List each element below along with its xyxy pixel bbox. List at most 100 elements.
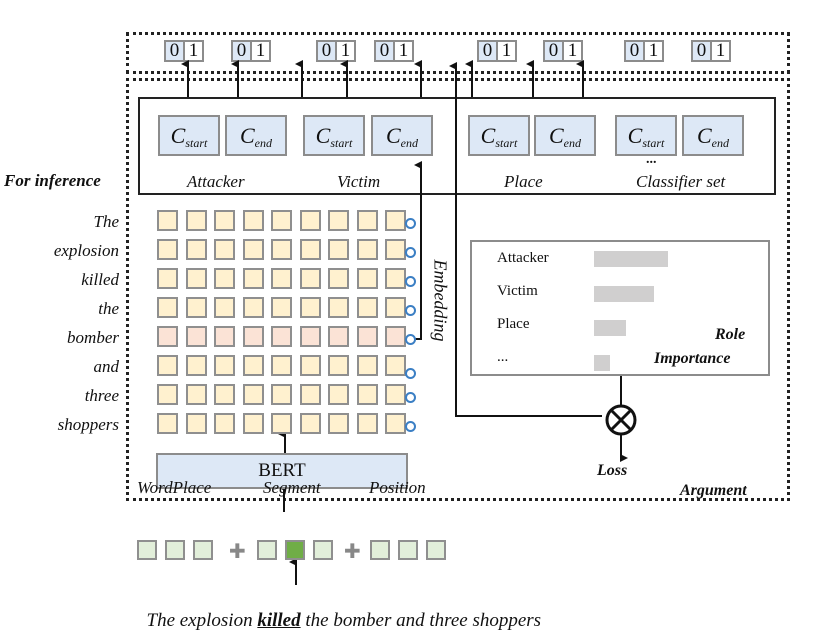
- input-embedding-cell: [398, 540, 418, 560]
- importance-bar: [594, 320, 626, 336]
- token-embedding-cell: [242, 413, 264, 434]
- token-embedding-cell: [185, 297, 207, 318]
- token-embedding-cell: [328, 355, 349, 376]
- bit-zero: 0: [233, 41, 252, 60]
- classifier-start: Cstart: [615, 115, 677, 156]
- token-embedding-cell: [385, 326, 406, 347]
- bit-zero: 0: [545, 41, 564, 60]
- token-embedding-cell: [271, 355, 292, 376]
- bit-one: 1: [337, 41, 354, 60]
- token-embedding-cell: [157, 239, 178, 260]
- role-label-victim: Victim: [337, 172, 381, 191]
- classifier-symbol: C: [315, 123, 331, 148]
- bit-one: 1: [395, 41, 412, 60]
- sentence-after: the bomber and three shoppers: [300, 610, 542, 631]
- token-embedding-cell: [385, 384, 406, 405]
- token-label: three: [84, 386, 119, 405]
- bit-one: 1: [645, 41, 662, 60]
- classifier-ellipsis: ...: [646, 152, 657, 167]
- input-embedding-cell: [193, 540, 213, 560]
- classifier-start: Cstart: [158, 115, 220, 156]
- token-embedding-cell: [242, 268, 264, 289]
- token-embedding-cell: [271, 210, 292, 231]
- plus-icon: ✚: [229, 539, 246, 563]
- input-embedding-cell: [426, 540, 446, 560]
- token-embedding-cell: [299, 355, 321, 376]
- importance-bar: [594, 354, 610, 371]
- input-embedding-cell: [313, 540, 333, 560]
- token-embedding-cell: [356, 355, 378, 376]
- classifier-subscript: end: [563, 136, 581, 150]
- token-embedding-cell: [299, 210, 321, 231]
- embedding-label: Embedding: [430, 259, 451, 342]
- token-embedding-cell: [299, 239, 321, 260]
- input-embedding-cell: [257, 540, 277, 560]
- token-embedding-cell: [242, 384, 264, 405]
- role-importance-title-2: Importance: [654, 350, 731, 367]
- bit-zero: 0: [376, 41, 395, 60]
- role-label-attacker: Attacker: [187, 172, 245, 191]
- token-embedding-cell: [385, 268, 406, 289]
- input-embedding-cell: [137, 540, 157, 560]
- classifier-subscript: start: [185, 136, 208, 150]
- classifier-subscript: end: [400, 136, 418, 150]
- classifier-symbol: C: [696, 123, 712, 148]
- bert-label: BERT: [258, 460, 306, 481]
- token-embedding-cell: [299, 413, 321, 434]
- token-embedding-cell: [185, 413, 207, 434]
- plus-icon: ✚: [344, 539, 361, 563]
- token-label: killed: [81, 270, 119, 289]
- classifier-end: Cend: [682, 115, 744, 156]
- output-node-icon: [405, 368, 416, 379]
- importance-role-label: Attacker: [497, 250, 549, 266]
- token-embedding-cell: [356, 326, 378, 347]
- token-embedding-cell: [157, 326, 178, 347]
- token-embedding-cell: [356, 384, 378, 405]
- importance-bar: [594, 285, 654, 302]
- classifier-subscript: end: [711, 136, 729, 150]
- importance-role-label: ...: [497, 349, 509, 365]
- role-label-classifier-set: Classifier set: [636, 172, 726, 191]
- bit-zero: 0: [693, 41, 712, 60]
- token-embedding-cell: [328, 297, 349, 318]
- token-embedding-cell: [214, 326, 235, 347]
- importance-role-label: Place: [497, 316, 530, 332]
- classifier-symbol: C: [170, 123, 186, 148]
- token-label: shoppers: [57, 415, 119, 434]
- classifier-end: Cend: [225, 115, 287, 156]
- token-embedding-cell: [271, 413, 292, 434]
- output-node-icon: [405, 305, 416, 316]
- token-embedding-cell: [271, 297, 292, 318]
- token-embedding-cell: [214, 355, 235, 376]
- token-embedding-cell: [328, 239, 349, 260]
- classifier-subscript: start: [642, 136, 665, 150]
- bit-one: 1: [252, 41, 269, 60]
- token-embedding-cell: [157, 297, 178, 318]
- role-importance-box: [470, 240, 770, 376]
- bit-one: 1: [498, 41, 515, 60]
- loss-label: Loss: [597, 462, 628, 479]
- bit-zero: 0: [626, 41, 645, 60]
- token-embedding-cell: [185, 355, 207, 376]
- token-embedding-cell: [271, 239, 292, 260]
- token-embedding-cell: [385, 297, 406, 318]
- token-embedding-cell: [185, 326, 207, 347]
- token-embedding-cell: [242, 297, 264, 318]
- sentence-before: The explosion: [146, 610, 258, 631]
- token-embedding-cell: [299, 326, 321, 347]
- token-embedding-cell: [214, 268, 235, 289]
- classifier-end: Cend: [371, 115, 433, 156]
- token-embedding-cell: [299, 384, 321, 405]
- trigger-word: killed: [257, 610, 301, 631]
- token-embedding-cell: [242, 355, 264, 376]
- token-label: The: [93, 212, 120, 231]
- role-importance-title-1: Role: [715, 326, 746, 343]
- token-label: explosion: [53, 241, 119, 260]
- classifier-symbol: C: [548, 123, 564, 148]
- token-embedding-cell: [185, 210, 207, 231]
- bit-one: 1: [185, 41, 202, 60]
- classifier-start: Cstart: [468, 115, 530, 156]
